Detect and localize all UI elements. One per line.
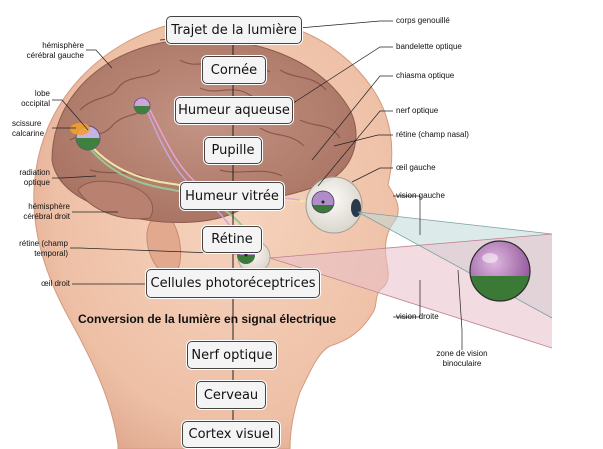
label-lobe-occipital-l1: lobe [34,89,50,98]
flow-text-nerf: Nerf optique [191,347,273,363]
label-hemisphere-gauche-l2: cérébral gauche [26,51,84,60]
label-scissure-l2: calcarine [12,129,45,138]
label-vision-gauche: vision gauche [396,191,445,200]
label-zone-l2: binoculaire [442,359,482,368]
flow-text-cellules: Cellules photoréceptrices [150,276,316,291]
left-leader-lines [52,49,241,285]
left-eyeball [305,176,363,234]
flow-box-trajet: Trajet de la lumière [166,16,302,44]
label-radiation-l1: radiation [19,168,50,177]
calcarine-marker [70,123,90,135]
label-oeil-gauche: œil gauche [396,163,436,172]
label-hemisphere-gauche-l1: hémisphère [42,41,84,50]
label-corps-genouille: corps genouillé [396,16,450,25]
label-nerf-optique: nerf optique [396,106,439,115]
flow-box-nerf: Nerf optique [187,341,277,369]
flow-box-cerveau: Cerveau [196,381,266,409]
flow-box-pupille: Pupille [204,137,262,164]
flow-box-cornee: Cornée [202,56,266,84]
label-zone-l1: zone de vision [436,349,488,358]
flow-box-cellules: Cellules photoréceptrices [146,269,320,298]
flow-text-trajet: Trajet de la lumière [171,22,297,38]
flow-text-humeur-aqueuse: Humeur aqueuse [178,103,290,118]
label-radiation-l2: optique [23,178,50,187]
label-lobe-occipital-l2: occipital [21,99,50,108]
label-oeil-droit: œil droit [41,279,70,288]
conversion-caption: Conversion de la lumière en signal élect… [78,312,337,326]
flow-text-pupille: Pupille [211,143,255,158]
label-retine-nasal: rétine (champ nasal) [396,130,469,139]
label-retine-temporal-l2: temporal) [34,249,68,258]
flow-box-humeur-vitree: Humeur vitrée [180,182,284,210]
flow-text-cortex: Cortex visuel [188,427,274,442]
label-hemisphere-droit-l1: hémisphère [28,202,70,211]
label-bandelette: bandelette optique [396,42,462,51]
flow-box-cortex: Cortex visuel [182,421,280,448]
label-scissure-l1: scissure [12,119,42,128]
cerebellum [77,180,153,220]
flow-text-cerveau: Cerveau [203,387,259,403]
label-vision-droite: vision droite [396,312,439,321]
flow-text-humeur-vitree: Humeur vitrée [185,188,279,204]
label-hemisphere-droit-l2: cérébral droit [23,212,70,221]
flow-box-humeur-aqueuse: Humeur aqueuse [175,97,293,124]
label-chiasma: chiasma optique [396,71,455,80]
label-retine-temporal-l1: rétine (champ [19,239,68,248]
left-pupil [351,199,361,217]
flow-box-retine: Rétine [202,226,262,253]
flow-text-retine: Rétine [211,232,253,247]
binocular-sphere [470,241,530,301]
flow-text-cornee: Cornée [210,62,258,78]
